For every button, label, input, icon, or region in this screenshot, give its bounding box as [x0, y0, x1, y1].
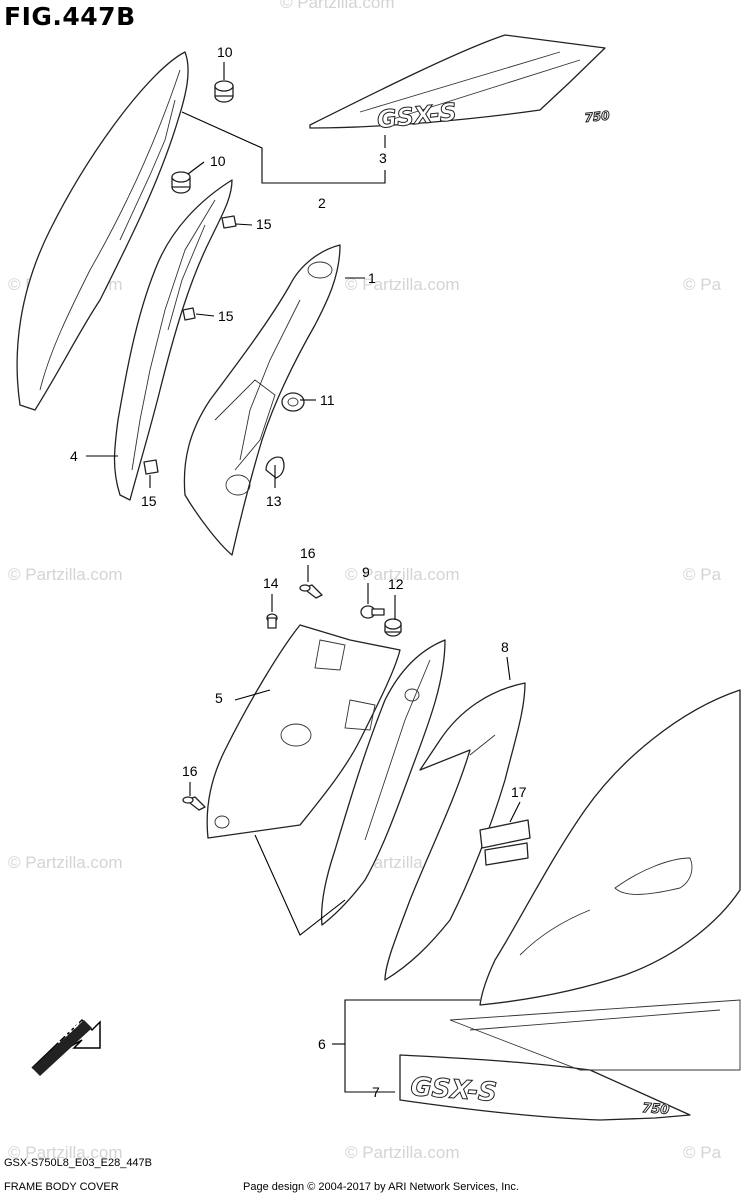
- part-10-grommet[interactable]: [171, 171, 191, 194]
- watermark-text: © Partzilla.com: [280, 0, 395, 12]
- part-16-screw[interactable]: [182, 796, 206, 811]
- part-5-inner-panel[interactable]: [320, 639, 446, 926]
- callouts: 10 3 10 2 15 1 15 11 4 13 15 16 9 14 12 …: [70, 44, 527, 1100]
- part-14-screw[interactable]: [266, 613, 278, 629]
- part-2-frame-cover-outer[interactable]: [16, 51, 189, 411]
- watermark-text: © Partzilla.com: [345, 275, 460, 294]
- watermark-text: © Partzilla.com: [345, 1143, 460, 1162]
- callout-17[interactable]: 17: [511, 784, 527, 800]
- callout-15[interactable]: 15: [141, 493, 157, 509]
- callout-5[interactable]: 5: [215, 690, 223, 706]
- callout-1[interactable]: 1: [368, 270, 376, 286]
- callout-6[interactable]: 6: [318, 1036, 326, 1052]
- part-15-clip[interactable]: [143, 459, 159, 475]
- part-16-screw[interactable]: [299, 584, 323, 599]
- callout-15[interactable]: 15: [218, 308, 234, 324]
- decal-logo-small: 750: [642, 1101, 670, 1118]
- watermark-text: © Pa: [683, 275, 722, 294]
- part-1-frame-cover[interactable]: [183, 244, 341, 556]
- part-4-frame-cover-inner[interactable]: [113, 179, 233, 501]
- page-credit: Page design © 2004-2017 by ARI Network S…: [243, 1181, 519, 1193]
- watermark-text: © Partzilla.com: [8, 565, 123, 584]
- watermark-text: © Pa: [683, 565, 722, 584]
- callout-16[interactable]: 16: [182, 763, 198, 779]
- callout-15[interactable]: 15: [256, 216, 272, 232]
- figure-title: FIG.447B: [4, 2, 136, 31]
- part-5-bracket-cover[interactable]: [206, 624, 401, 839]
- callout-7[interactable]: 7: [372, 1084, 380, 1100]
- part-6-side-panel-lower[interactable]: [479, 689, 741, 1006]
- part-17-emblem[interactable]: [479, 819, 531, 866]
- watermark-text: © Partzilla.com: [345, 565, 460, 584]
- part-12-collar[interactable]: [384, 618, 402, 637]
- callout-3[interactable]: 3: [379, 150, 387, 166]
- watermark-text: © Partzilla.com: [8, 853, 123, 872]
- part-9-bolt[interactable]: [360, 605, 385, 619]
- part-3-decal-upper[interactable]: GSX-S 750: [309, 34, 611, 134]
- callout-4[interactable]: 4: [70, 448, 78, 464]
- callout-11[interactable]: 11: [320, 392, 335, 408]
- watermark-text: © Pa: [683, 1143, 722, 1162]
- callout-10[interactable]: 10: [217, 44, 233, 60]
- figure-name: FRAME BODY COVER: [4, 1181, 119, 1193]
- model-code: GSX-S750L8_E03_E28_447B: [4, 1157, 153, 1169]
- decal-logo: GSX-S: [410, 1072, 498, 1108]
- leader-lines: [86, 62, 521, 1093]
- callout-14[interactable]: 14: [263, 575, 279, 591]
- callout-9[interactable]: 9: [362, 564, 370, 580]
- part-8-side-trim[interactable]: [384, 682, 526, 981]
- decal-logo-small: 750: [584, 108, 610, 125]
- part-15-clip[interactable]: [182, 307, 196, 321]
- watermark-text: © Partzilla.com: [8, 1143, 123, 1162]
- forward-arrow-icon: FWD: [31, 1015, 101, 1076]
- callout-13[interactable]: 13: [266, 493, 282, 509]
- callout-2[interactable]: 2: [318, 195, 326, 211]
- callout-10[interactable]: 10: [210, 153, 226, 169]
- callout-8[interactable]: 8: [501, 639, 509, 655]
- part-10-grommet[interactable]: [214, 80, 234, 103]
- part-15-clip[interactable]: [221, 215, 237, 229]
- callout-12[interactable]: 12: [388, 576, 404, 592]
- part-7-decal-lower[interactable]: GSX-S 750: [399, 999, 741, 1121]
- part-11-cushion[interactable]: [281, 392, 305, 412]
- callout-16[interactable]: 16: [300, 545, 316, 561]
